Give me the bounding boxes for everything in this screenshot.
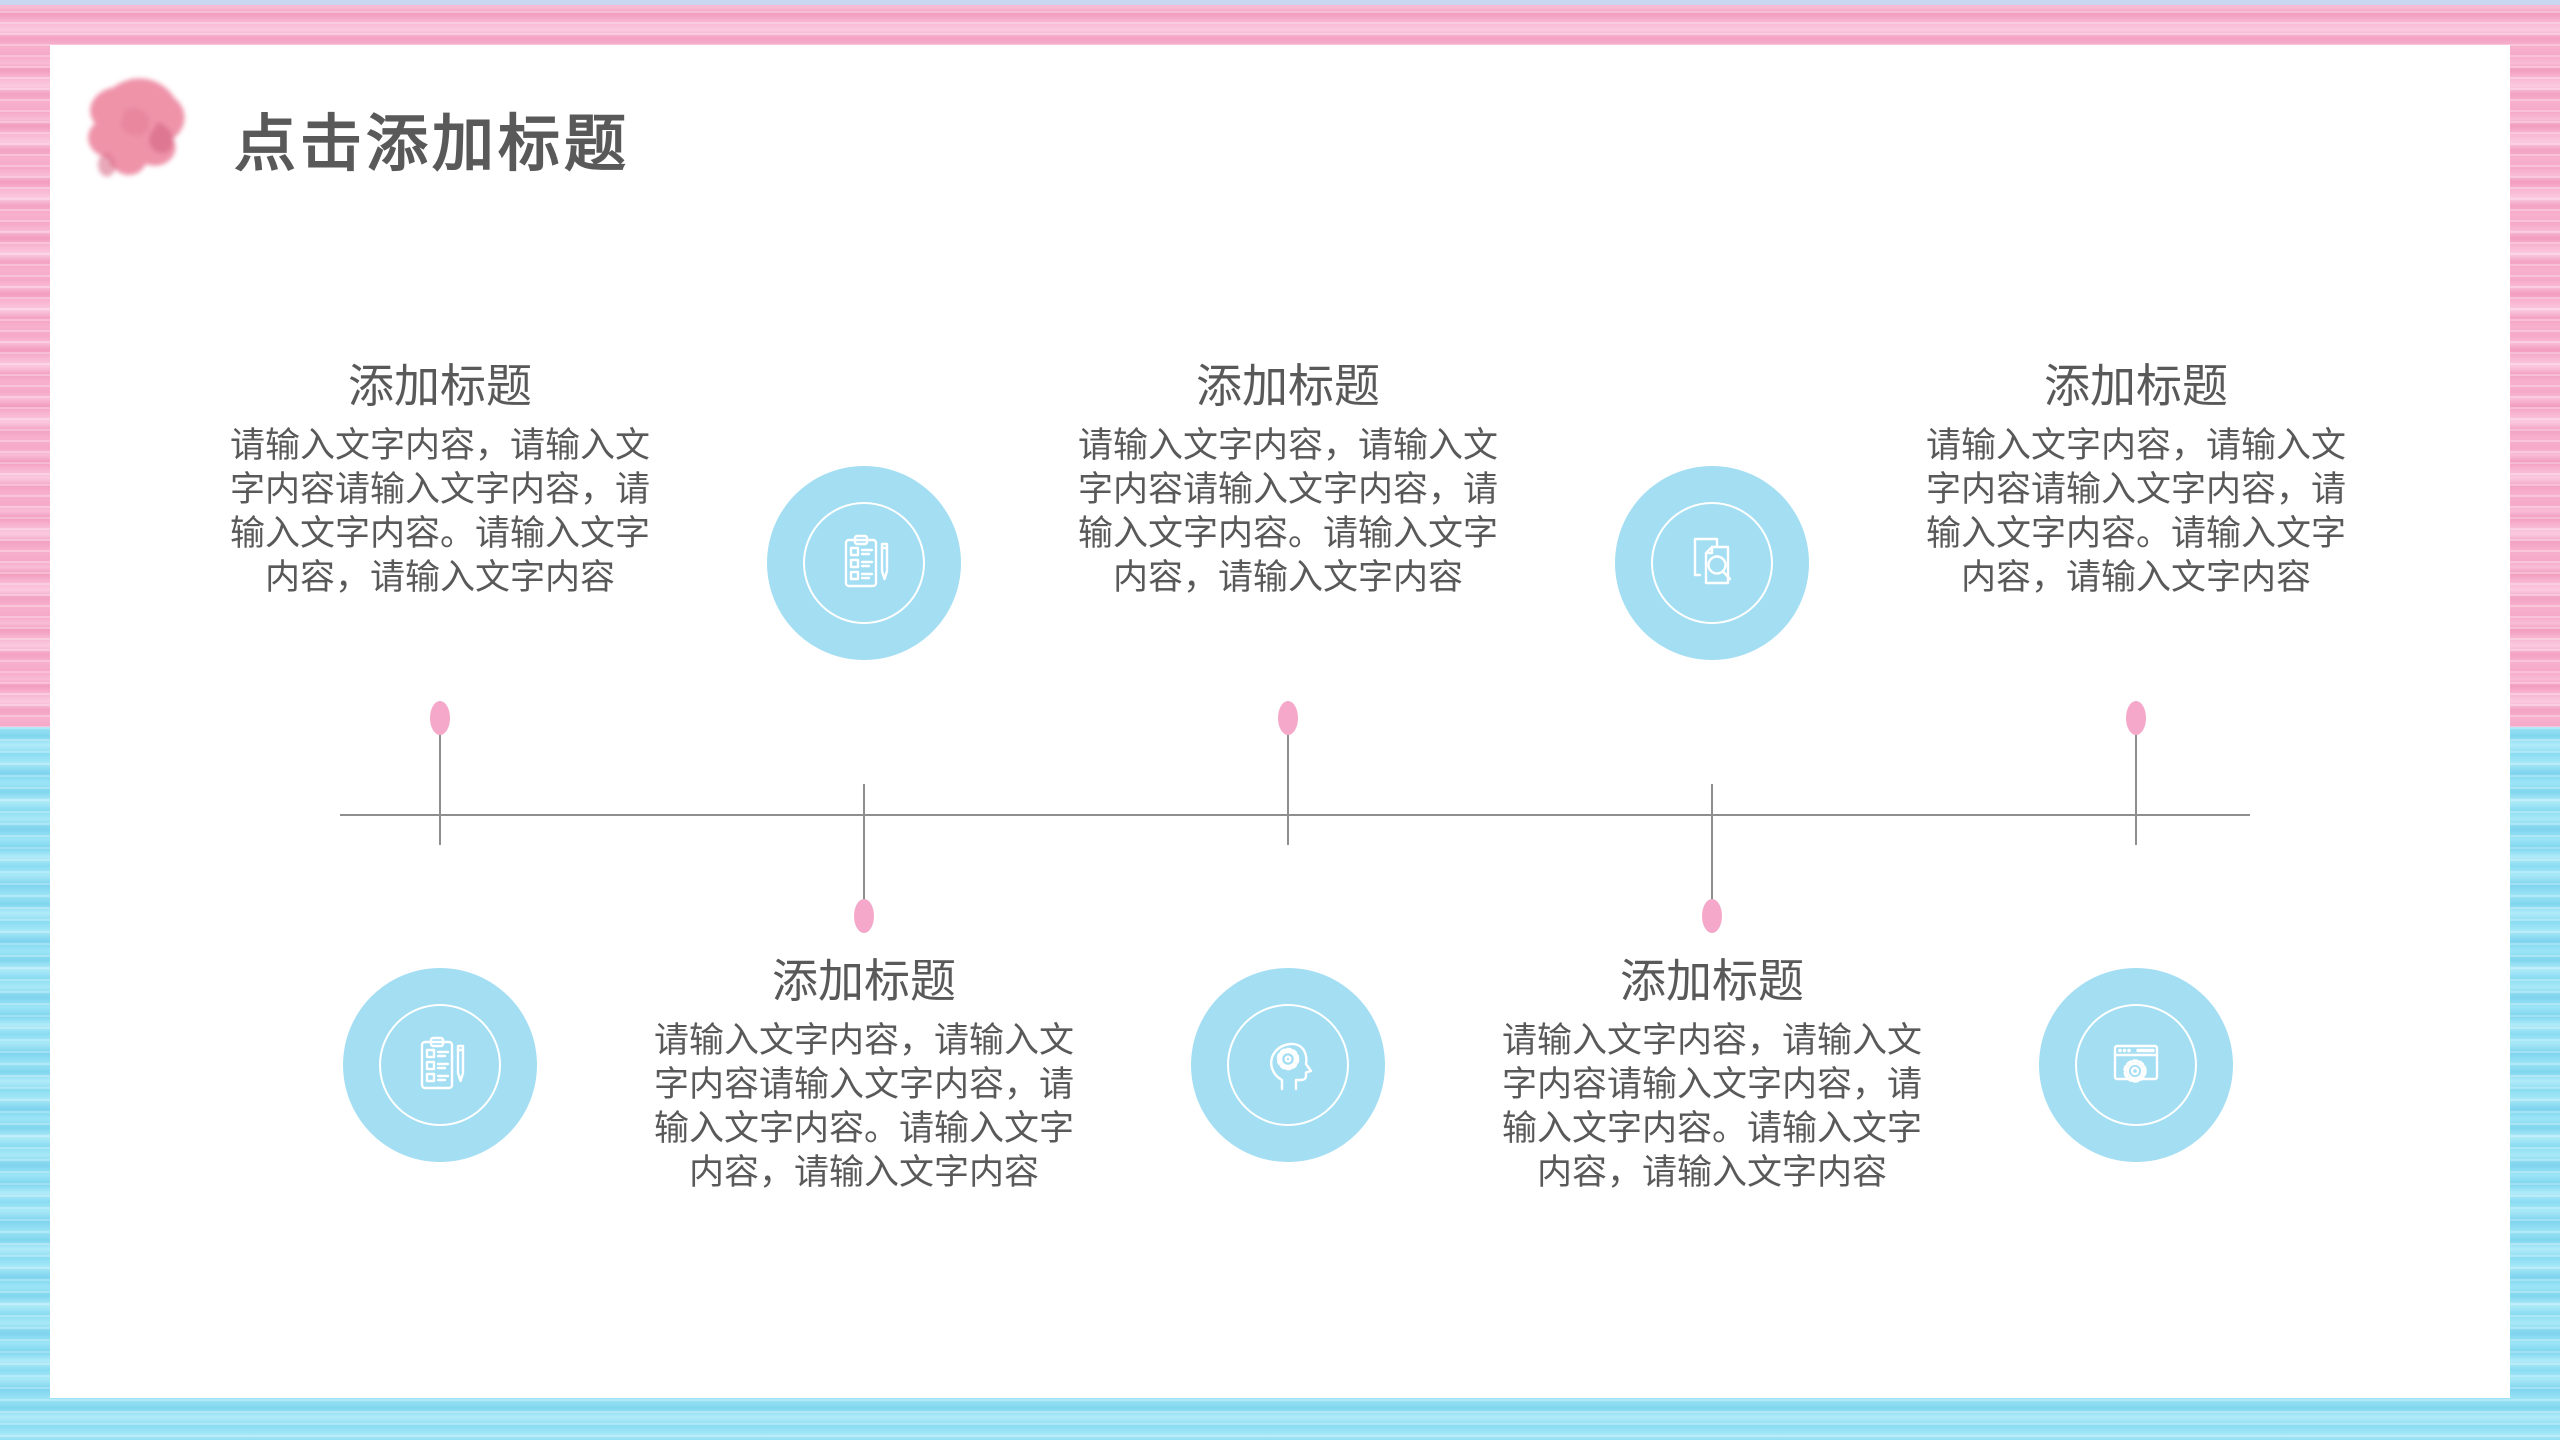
body-line: 请输入文字内容，请输入文	[1077, 426, 1498, 465]
document-search-icon	[1693, 537, 1732, 585]
section-5-heading: 添加标题	[2044, 360, 2228, 412]
body-line: 请输入文字内容，请输入文	[1501, 1021, 1922, 1060]
timeline-connector	[439, 729, 441, 845]
body-line: 字内容请输入文字内容，请	[1501, 1065, 1922, 1104]
section-1-icon-circle	[343, 968, 537, 1162]
body-line: 输入文字内容。请输入文字	[1077, 514, 1498, 553]
section-3-icon-circle	[1191, 968, 1385, 1162]
body-line: 内容，请输入文字内容	[264, 558, 615, 597]
body-line: 请输入文字内容，请输入文	[1925, 426, 2346, 465]
section-4-body: 请输入文字内容，请输入文 字内容请输入文字内容，请 输入文字内容。请输入文字 内…	[1462, 1019, 1962, 1195]
clipboard-pen-icon	[844, 534, 889, 588]
border-top-edge	[0, 0, 2560, 5]
section-2-textbox[interactable]: 添加标题 请输入文字内容，请输入文 字内容请输入文字内容，请 输入文字内容。请输…	[614, 955, 1114, 1195]
slide-title[interactable]: 点击添加标题	[234, 110, 631, 179]
timeline-connector	[2135, 729, 2137, 845]
section-4-heading: 添加标题	[1620, 955, 1804, 1007]
section-3-heading: 添加标题	[1196, 360, 1380, 412]
timeline-connector	[1287, 729, 1289, 845]
body-line: 内容，请输入文字内容	[1536, 1153, 1887, 1192]
body-line: 内容，请输入文字内容	[1112, 558, 1463, 597]
section-1-heading: 添加标题	[348, 360, 532, 412]
icon-ring	[2075, 1004, 2197, 1126]
flower-logo	[88, 78, 185, 177]
icon-ring	[1227, 1004, 1349, 1126]
body-line: 请输入文字内容，请输入文	[653, 1021, 1074, 1060]
section-3-textbox[interactable]: 添加标题 请输入文字内容，请输入文 字内容请输入文字内容，请 输入文字内容。请输…	[1038, 360, 1538, 600]
body-line: 内容，请输入文字内容	[1960, 558, 2311, 597]
section-1-textbox[interactable]: 添加标题 请输入文字内容，请输入文 字内容请输入文字内容，请 输入文字内容。请输…	[190, 360, 690, 600]
timeline-dot	[854, 899, 874, 933]
slide-canvas: 点击添加标题 添加标题 请输入文字内容，请输入文 字内容请输入文字内容，请 输入…	[50, 45, 2510, 1398]
body-line: 输入文字内容。请输入文字	[1501, 1109, 1922, 1148]
timeline-dot	[430, 701, 450, 735]
icon-ring	[379, 1004, 501, 1126]
section-2-icon-circle	[767, 466, 961, 660]
timeline-dot	[1278, 701, 1298, 735]
section-5-body: 请输入文字内容，请输入文 字内容请输入文字内容，请 输入文字内容。请输入文字 内…	[1886, 424, 2386, 600]
section-2-heading: 添加标题	[772, 955, 956, 1007]
section-4-icon-circle	[1615, 466, 1809, 660]
timeline-dot	[1702, 899, 1722, 933]
section-5-textbox[interactable]: 添加标题 请输入文字内容，请输入文 字内容请输入文字内容，请 输入文字内容。请输…	[1886, 360, 2386, 600]
timeline-dot	[2126, 701, 2146, 735]
icon-ring	[803, 502, 925, 624]
body-line: 字内容请输入文字内容，请	[229, 470, 650, 509]
section-5-icon-circle	[2039, 968, 2233, 1162]
head-gear-icon	[1270, 1042, 1313, 1091]
body-line: 字内容请输入文字内容，请	[1925, 470, 2346, 509]
section-1-body: 请输入文字内容，请输入文 字内容请输入文字内容，请 输入文字内容。请输入文字 内…	[190, 424, 690, 600]
timeline-line	[340, 814, 2250, 816]
body-line: 字内容请输入文字内容，请	[1077, 470, 1498, 509]
body-line: 请输入文字内容，请输入文	[229, 426, 650, 465]
browser-gear-icon	[2113, 1044, 2159, 1083]
clipboard-pen-icon	[420, 1036, 465, 1090]
section-4-textbox[interactable]: 添加标题 请输入文字内容，请输入文 字内容请输入文字内容，请 输入文字内容。请输…	[1462, 955, 1962, 1195]
body-line: 输入文字内容。请输入文字	[1925, 514, 2346, 553]
section-2-body: 请输入文字内容，请输入文 字内容请输入文字内容，请 输入文字内容。请输入文字 内…	[614, 1019, 1114, 1195]
timeline-connector	[863, 784, 865, 900]
timeline-connector	[1711, 784, 1713, 900]
section-3-body: 请输入文字内容，请输入文 字内容请输入文字内容，请 输入文字内容。请输入文字 内…	[1038, 424, 1538, 600]
body-line: 内容，请输入文字内容	[688, 1153, 1039, 1192]
body-line: 字内容请输入文字内容，请	[653, 1065, 1074, 1104]
icon-ring	[1651, 502, 1773, 624]
body-line: 输入文字内容。请输入文字	[229, 514, 650, 553]
body-line: 输入文字内容。请输入文字	[653, 1109, 1074, 1148]
